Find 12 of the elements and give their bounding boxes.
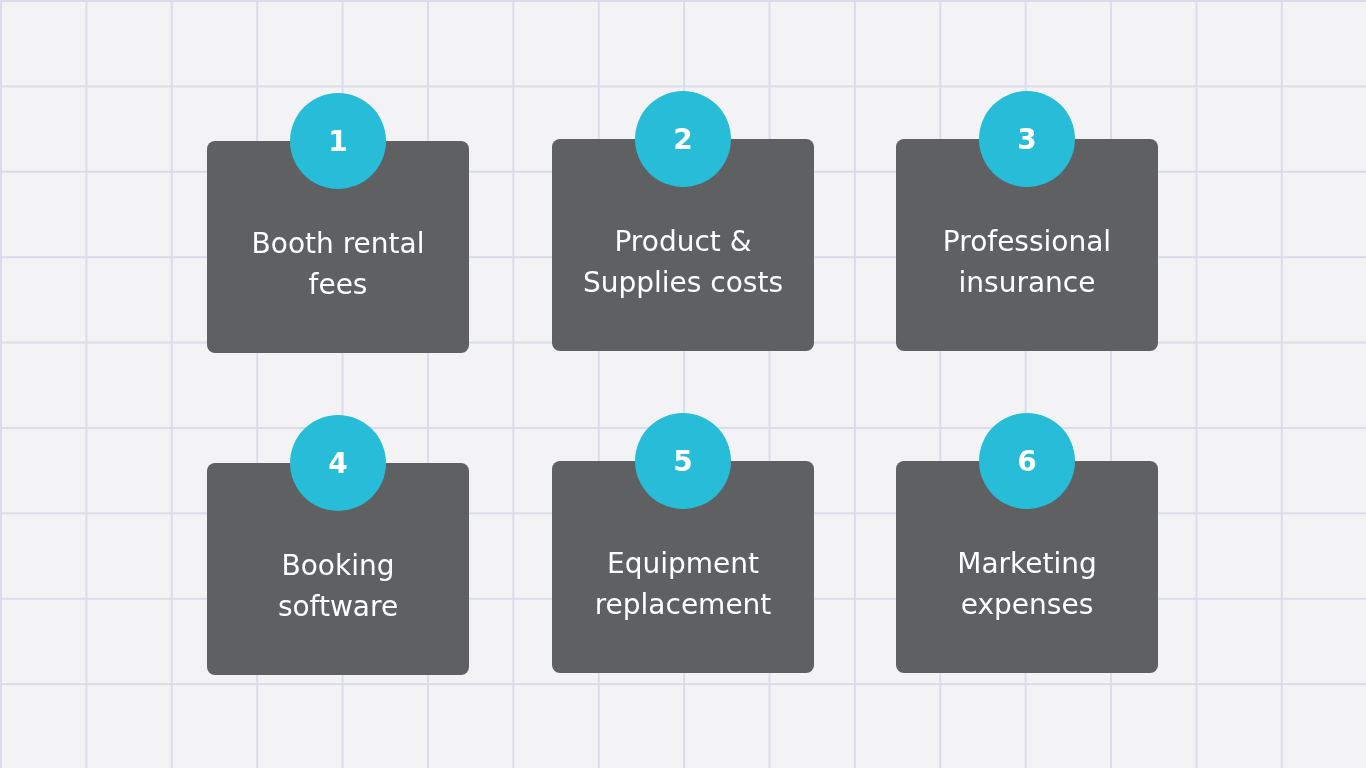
step-number: 5 xyxy=(673,444,693,478)
step-number: 3 xyxy=(1017,122,1037,156)
step-number: 1 xyxy=(328,124,348,158)
card-label: Product & Supplies costs xyxy=(582,224,784,301)
step-number: 6 xyxy=(1017,444,1037,478)
card-label: Equipment replacement xyxy=(593,546,773,623)
card-label: Booking software xyxy=(276,548,400,625)
step-number: 2 xyxy=(673,122,693,156)
card-label: Booth rental fees xyxy=(250,226,426,303)
card-label: Professional insurance xyxy=(941,224,1113,301)
step-number: 4 xyxy=(328,446,348,480)
card-label: Marketing expenses xyxy=(956,546,1098,623)
